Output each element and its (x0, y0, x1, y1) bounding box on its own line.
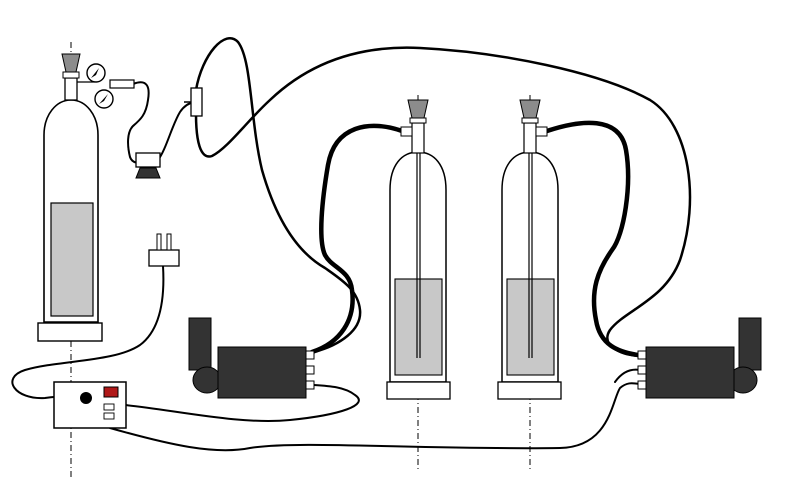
inline-valve (184, 87, 203, 117)
pump-left (188, 317, 315, 399)
pump-port (305, 380, 315, 390)
pump-port (637, 380, 647, 390)
power-button-icon (80, 392, 92, 404)
hose-valve-loop (194, 37, 362, 354)
vessel-right (497, 95, 562, 470)
pump-port (305, 350, 315, 360)
hose-network (11, 37, 692, 452)
pump-body (645, 346, 735, 399)
hose-regulator-to-controller (127, 81, 150, 164)
valve-icon (407, 99, 429, 119)
gas-cylinder (37, 42, 135, 480)
hose-valve-return (194, 46, 692, 358)
motor-housing (738, 317, 762, 371)
vessel-base (386, 381, 451, 400)
terminal-lower (103, 412, 115, 420)
vessel-stopper (523, 122, 537, 154)
pressure-gauge-icon (86, 63, 106, 83)
valve-icon (519, 99, 541, 119)
pressure-gauge-icon (94, 89, 114, 109)
hose-vessel-left-to-pump (309, 123, 405, 355)
pump-port (637, 365, 647, 375)
hose-controller-to-valve (157, 101, 195, 161)
pump-port (637, 350, 647, 360)
regulator-outlet (109, 79, 135, 89)
vessel-fill-level (394, 278, 443, 376)
pump-port (305, 365, 315, 375)
indicator-light (103, 386, 119, 398)
vessel-side-port (400, 126, 413, 137)
cable-box-to-pump-left (124, 384, 360, 422)
hose-vessel-right-to-pump (544, 120, 641, 358)
cylinder-fill-level (50, 202, 94, 317)
pump-right (637, 317, 762, 399)
hose-pump-right-mid (614, 368, 641, 383)
control-box (53, 381, 127, 429)
cable-plug-to-box (11, 265, 165, 400)
motor-housing (188, 317, 212, 371)
cylinder-neck (64, 77, 78, 101)
plug-icon (148, 233, 180, 267)
cable-box-to-pump-right (109, 382, 641, 452)
motor-icon (192, 366, 222, 394)
vessel-side-port (535, 126, 548, 137)
valve-collar (62, 71, 80, 79)
flow-controller (135, 152, 161, 179)
vessel-fill-level (506, 278, 555, 376)
cylinder-base (37, 322, 103, 342)
vessel-stopper (411, 122, 425, 154)
terminal-upper (103, 403, 115, 411)
vessel-left (386, 95, 451, 470)
pump-body (217, 346, 307, 399)
vessel-base (497, 381, 562, 400)
